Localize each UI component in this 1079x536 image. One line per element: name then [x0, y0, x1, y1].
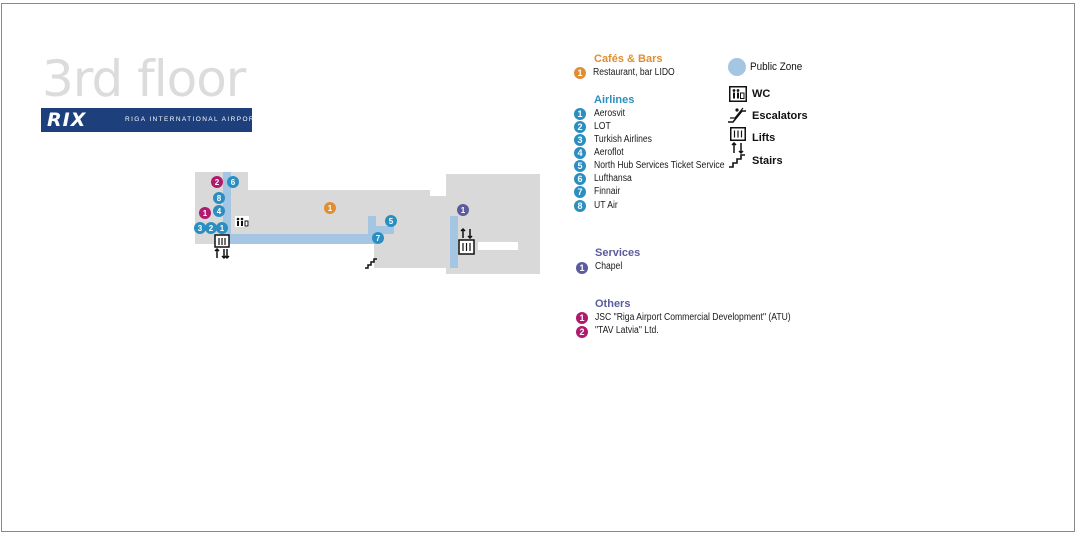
- legend-other-label: JSC "Riga Airport Commercial Development…: [595, 312, 791, 323]
- logo-subtitle: RIGA INTERNATIONAL AIRPORT: [125, 116, 261, 123]
- public-counter-area: [376, 226, 394, 234]
- void-area: [478, 242, 518, 250]
- legend-airline-label: Turkish Airlines: [594, 134, 652, 145]
- legend-other-num: 2: [576, 326, 588, 338]
- map-marker-others-1[interactable]: 1: [199, 207, 211, 219]
- public-corridor-branch: [368, 216, 376, 244]
- public-zone: [223, 172, 458, 268]
- svg-text:4: 4: [217, 207, 222, 216]
- logo-mark: RIX: [47, 109, 87, 131]
- legend-airline-num: 8: [574, 200, 586, 212]
- legend-airline-label: North Hub Services Ticket Service: [594, 160, 725, 171]
- escalator-icon[interactable]: [214, 247, 230, 260]
- legend-airline-label: Aerosvit: [594, 108, 626, 119]
- svg-text:3: 3: [198, 224, 203, 233]
- escalator-icon: [728, 107, 746, 123]
- legend-airline-num: 3: [574, 134, 586, 146]
- legend-airline-label: LOT: [594, 121, 611, 132]
- map-marker-airline-1[interactable]: 1: [216, 222, 228, 234]
- map-marker-service-1[interactable]: 1: [457, 204, 469, 216]
- legend-airline-num: 6: [574, 173, 586, 185]
- legend-public-zone-label: Public Zone: [750, 61, 803, 73]
- legend-stairs-label: Stairs: [752, 155, 783, 167]
- map-marker-cafe-1[interactable]: 1: [324, 202, 336, 214]
- legend-airline-num: 1: [574, 108, 586, 120]
- svg-text:7: 7: [376, 234, 381, 243]
- legend-airline-label: UT Air: [594, 200, 618, 211]
- legend-service-label: Chapel: [595, 261, 623, 272]
- public-zone-swatch: [728, 58, 746, 76]
- legend-airline-num: 2: [574, 121, 586, 133]
- lift-icon[interactable]: [458, 239, 475, 255]
- stairs-icon: [729, 154, 745, 168]
- legend-escalators-label: Escalators: [752, 110, 808, 122]
- legend-airline-num: 4: [574, 147, 586, 159]
- legend-airline-label: Lufthansa: [594, 173, 632, 184]
- public-corridor-main: [223, 234, 369, 244]
- svg-text:8: 8: [217, 194, 222, 203]
- legend-cafe-label: Restaurant, bar LIDO: [593, 67, 675, 78]
- svg-text:1: 1: [220, 224, 225, 233]
- svg-text:2: 2: [209, 224, 214, 233]
- svg-text:6: 6: [231, 178, 236, 187]
- legend-services-title: Services: [595, 247, 641, 259]
- legend-airlines-title: Airlines: [594, 94, 635, 106]
- escalator-icon[interactable]: [460, 227, 473, 240]
- legend-cafes-title: Cafés & Bars: [594, 53, 663, 65]
- map-frame: [1, 3, 1075, 532]
- map-marker-airline-8[interactable]: 8: [213, 192, 225, 204]
- map-marker-airline-6[interactable]: 6: [227, 176, 239, 188]
- legend-other-label: "TAV Latvia" Ltd.: [595, 325, 659, 336]
- floor-title: 3rd floor: [42, 50, 246, 108]
- map-marker-others-2[interactable]: 2: [211, 176, 223, 188]
- lift-icon: [730, 127, 746, 155]
- wc-icon[interactable]: [235, 216, 249, 227]
- legend-lifts-label: Lifts: [752, 132, 776, 144]
- lift-icon[interactable]: [214, 234, 230, 248]
- legend-others-title: Others: [595, 298, 631, 310]
- legend-wc-label: WC: [752, 88, 771, 100]
- legend-airline-num: 7: [574, 186, 586, 198]
- svg-text:1: 1: [328, 204, 333, 213]
- map-marker-airline-5[interactable]: 5: [385, 215, 397, 227]
- legend-other-num: 1: [576, 312, 588, 324]
- legend-airline-label: Finnair: [594, 186, 621, 197]
- legend-service-num: 1: [576, 262, 588, 274]
- legend-airline-label: Aeroflot: [594, 147, 624, 158]
- svg-text:1: 1: [203, 209, 208, 218]
- map-marker-airline-3[interactable]: 3: [194, 222, 206, 234]
- svg-text:5: 5: [389, 217, 394, 226]
- svg-text:1: 1: [461, 206, 466, 215]
- airport-logo: RIX RIGA INTERNATIONAL AIRPORT: [41, 108, 259, 132]
- legend-airline-num: 5: [574, 160, 586, 172]
- map-marker-airline-7[interactable]: 7: [372, 232, 384, 244]
- map-marker-airline-2[interactable]: 2: [205, 222, 217, 234]
- stairs-icon[interactable]: [365, 258, 377, 269]
- public-corridor-east: [450, 216, 458, 268]
- map-marker-airline-4[interactable]: 4: [213, 205, 225, 217]
- legend-cafe-num: 1: [574, 67, 586, 79]
- svg-text:2: 2: [215, 178, 220, 187]
- wc-icon: [729, 86, 747, 102]
- public-corridor-vertical: [223, 172, 231, 242]
